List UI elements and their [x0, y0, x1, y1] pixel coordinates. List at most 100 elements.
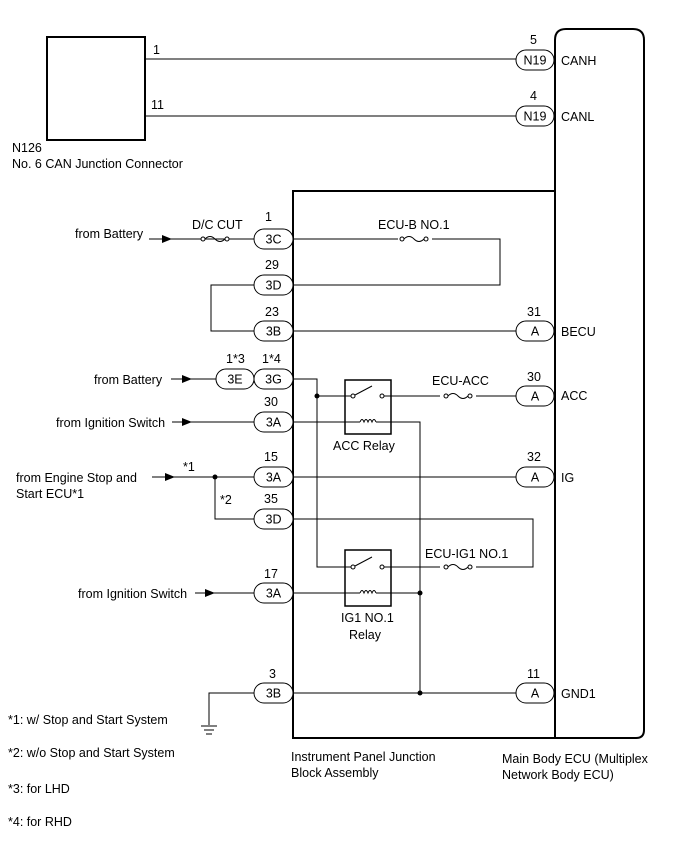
main-body-ecu-box [554, 28, 645, 739]
connector-3e: 1*3 3E [215, 352, 255, 390]
n126-id: N126 [12, 141, 42, 155]
ig1-relay-label-1: IG1 NO.1 [341, 611, 394, 625]
ecu-b-wire [293, 238, 501, 286]
note-2: *2: w/o Stop and Start System [8, 746, 175, 760]
ecu-acc-fuse [440, 390, 476, 402]
connector-3c-id: 3C [266, 233, 282, 247]
connector-3e-id: 3E [227, 373, 242, 387]
dc-cut-fuse [195, 236, 230, 242]
note-1: *1: w/ Stop and Start System [8, 713, 168, 727]
junction-block-name-2: Block Assembly [291, 766, 379, 780]
ecu-terminal-gnd1-label: GND1 [561, 687, 596, 701]
ecu-terminal-gnd1: 11 A GND1 [515, 667, 596, 704]
input-battery-2: from Battery [94, 373, 163, 387]
ecu-terminal-ig: 32 A IG [515, 450, 574, 488]
input-battery-1: from Battery [75, 227, 144, 241]
gnd1-junction [417, 690, 423, 696]
n126-pin-canh: 1 [153, 43, 160, 57]
ecu-terminal-canh: 5 N19 CANH [515, 33, 596, 71]
ground-wire [208, 692, 254, 725]
3g-feed-wire [293, 378, 345, 568]
connector-3b-23-id: 3B [266, 325, 281, 339]
ig1-ground-junction [417, 590, 423, 596]
connector-3b-3-id: 3B [266, 687, 281, 701]
ecu-terminal-acc: 30 A ACC [515, 370, 587, 407]
n126-pin-canl: 11 [151, 98, 164, 112]
connector-3a-17: 17 3A [253, 567, 294, 604]
input-engine-ecu-2: Start ECU*1 [16, 487, 84, 501]
ecu-terminal-canh-label: CANH [561, 54, 596, 68]
jumper-3d-3b-wire [210, 284, 254, 332]
connector-3d-35-id: 3D [266, 513, 282, 527]
ecu-terminal-gnd1-conn: A [531, 687, 540, 701]
ecu-terminal-ig-label: IG [561, 471, 574, 485]
ecu-terminal-canh-conn: N19 [524, 54, 547, 68]
ig1-relay-label-2: Relay [349, 628, 382, 642]
connector-3b-3-pin: 3 [269, 667, 276, 681]
connector-3g-pin: 1*4 [262, 352, 281, 366]
ecu-terminal-ig-conn: A [531, 471, 540, 485]
input-engine-ecu-1: from Engine Stop and [16, 471, 137, 485]
connector-3a-17-id: 3A [266, 587, 282, 601]
ecu-terminal-acc-conn: A [531, 390, 540, 404]
note-3: *3: for LHD [8, 782, 70, 796]
ecu-terminal-canh-pin: 5 [530, 33, 537, 47]
connector-3d-35: 35 3D [253, 492, 294, 530]
connector-3g-id: 3G [265, 373, 282, 387]
junction-block-box [292, 190, 556, 739]
connector-3a-15: 15 3A [253, 450, 294, 488]
ground-icon [201, 725, 217, 735]
ecu-terminal-becu-label: BECU [561, 325, 596, 339]
connector-3d-35-pin: 35 [264, 492, 278, 506]
ig1-relay-icon [344, 549, 392, 607]
connector-3a-15-id: 3A [266, 471, 282, 485]
ecu-terminal-canl: 4 N19 CANL [515, 89, 594, 127]
connector-3b-3: 3 3B [253, 667, 294, 704]
fuse-ecu-b-label: ECU-B NO.1 [378, 218, 450, 232]
3g-junction [314, 393, 320, 399]
ecu-terminal-becu-conn: A [531, 325, 540, 339]
ecu-terminal-canl-conn: N19 [524, 110, 547, 124]
input-ignition-2: from Ignition Switch [78, 587, 187, 601]
ecu-terminal-acc-pin: 30 [527, 370, 541, 384]
fuse-ecu-ig1-label: ECU-IG1 NO.1 [425, 547, 508, 561]
connector-3e-pin: 1*3 [226, 352, 245, 366]
ecu-terminal-becu-pin: 31 [527, 305, 541, 319]
connector-3a-30: 30 3A [253, 395, 294, 433]
connector-3d-29: 29 3D [253, 258, 294, 296]
main-body-ecu-name-1: Main Body ECU (Multiplex [502, 752, 649, 766]
input-ignition-1: from Ignition Switch [56, 416, 165, 430]
acc-coil-ground-wire [391, 421, 421, 693]
junction-block-name-1: Instrument Panel Junction [291, 750, 436, 764]
alt-mark: *2 [220, 493, 232, 507]
acc-relay-icon [344, 379, 392, 435]
connector-3a-15-pin: 15 [264, 450, 278, 464]
connector-3c: 1 3C [253, 210, 294, 250]
can-junction-connector-box [46, 36, 146, 141]
connector-3d-29-pin: 29 [265, 258, 279, 272]
fuse-ecu-acc-label: ECU-ACC [432, 374, 489, 388]
ecu-terminal-becu: 31 A BECU [515, 305, 596, 342]
connector-3a-30-pin: 30 [264, 395, 278, 409]
note-4: *4: for RHD [8, 815, 72, 829]
connector-3d-29-id: 3D [266, 279, 282, 293]
fuse-dc-cut-label: D/C CUT [192, 218, 243, 232]
ecu-ig1-fuse [440, 561, 476, 573]
ecu-terminal-ig-pin: 32 [527, 450, 541, 464]
connector-3g: 1*4 3G [253, 352, 294, 390]
engine-mark: *1 [183, 460, 195, 474]
main-body-ecu-name-2: Network Body ECU) [502, 768, 614, 782]
connector-3a-30-id: 3A [266, 416, 282, 430]
connector-3b-23-pin: 23 [265, 305, 279, 319]
ecu-b-fuse [398, 233, 432, 245]
n126-name: No. 6 CAN Junction Connector [12, 157, 183, 171]
ecu-terminal-gnd1-pin: 11 [527, 667, 540, 681]
acc-relay-label: ACC Relay [333, 439, 396, 453]
connector-3b-23: 23 3B [253, 305, 294, 342]
connector-3c-pin: 1 [265, 210, 272, 224]
ecu-terminal-canl-label: CANL [561, 110, 594, 124]
ecu-terminal-canl-pin: 4 [530, 89, 537, 103]
connector-3a-17-pin: 17 [264, 567, 278, 581]
ecu-terminal-acc-label: ACC [561, 389, 587, 403]
